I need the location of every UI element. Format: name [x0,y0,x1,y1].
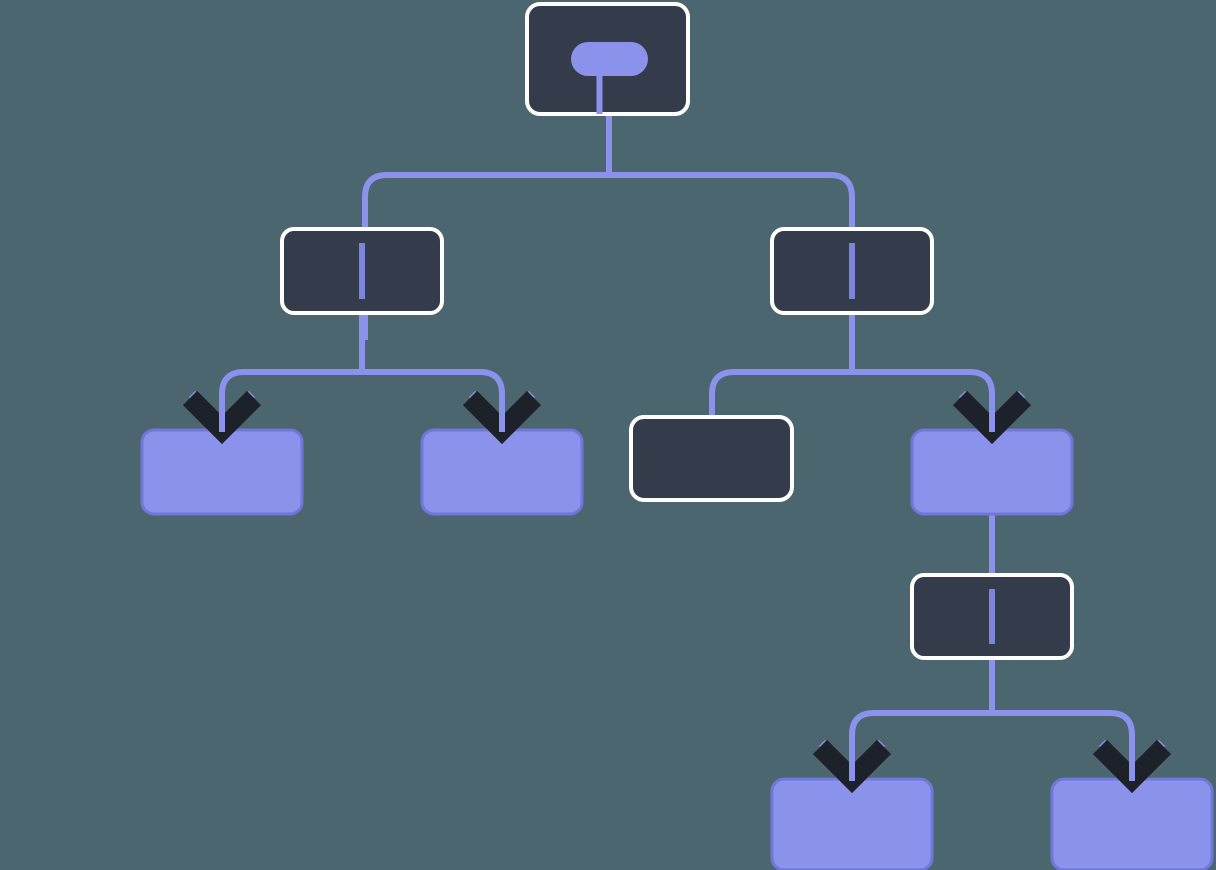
edge-root-to-branch-left [362,172,609,340]
edge-subbranch-to-leaf4 [989,658,1135,800]
node-root-node[interactable] [525,2,690,116]
edge-branchright-to-branchleaf [849,313,995,452]
edge-root-to-branch-right [609,172,855,340]
node-pill-badge [571,42,648,76]
chevron-down-double-icon [952,390,1032,445]
edge-subbranch-to-leaf3 [849,658,995,800]
edge-branchleft-to-leaf1 [219,313,365,452]
chevron-down-double-icon [462,390,542,445]
edge-layer [219,58,1135,800]
node-body-empty-node[interactable] [629,415,794,502]
edge-branchleft-to-leaf2 [359,313,505,452]
node-inner-line-layer [359,243,995,644]
chevron-down-double-icon [1092,739,1172,794]
node-empty-node[interactable] [629,415,794,502]
edge-branchright-to-empty [709,313,855,424]
arrow-glyph-layer [182,390,1172,794]
chevron-down-double-icon [182,390,262,445]
chevron-down-double-icon [812,739,892,794]
